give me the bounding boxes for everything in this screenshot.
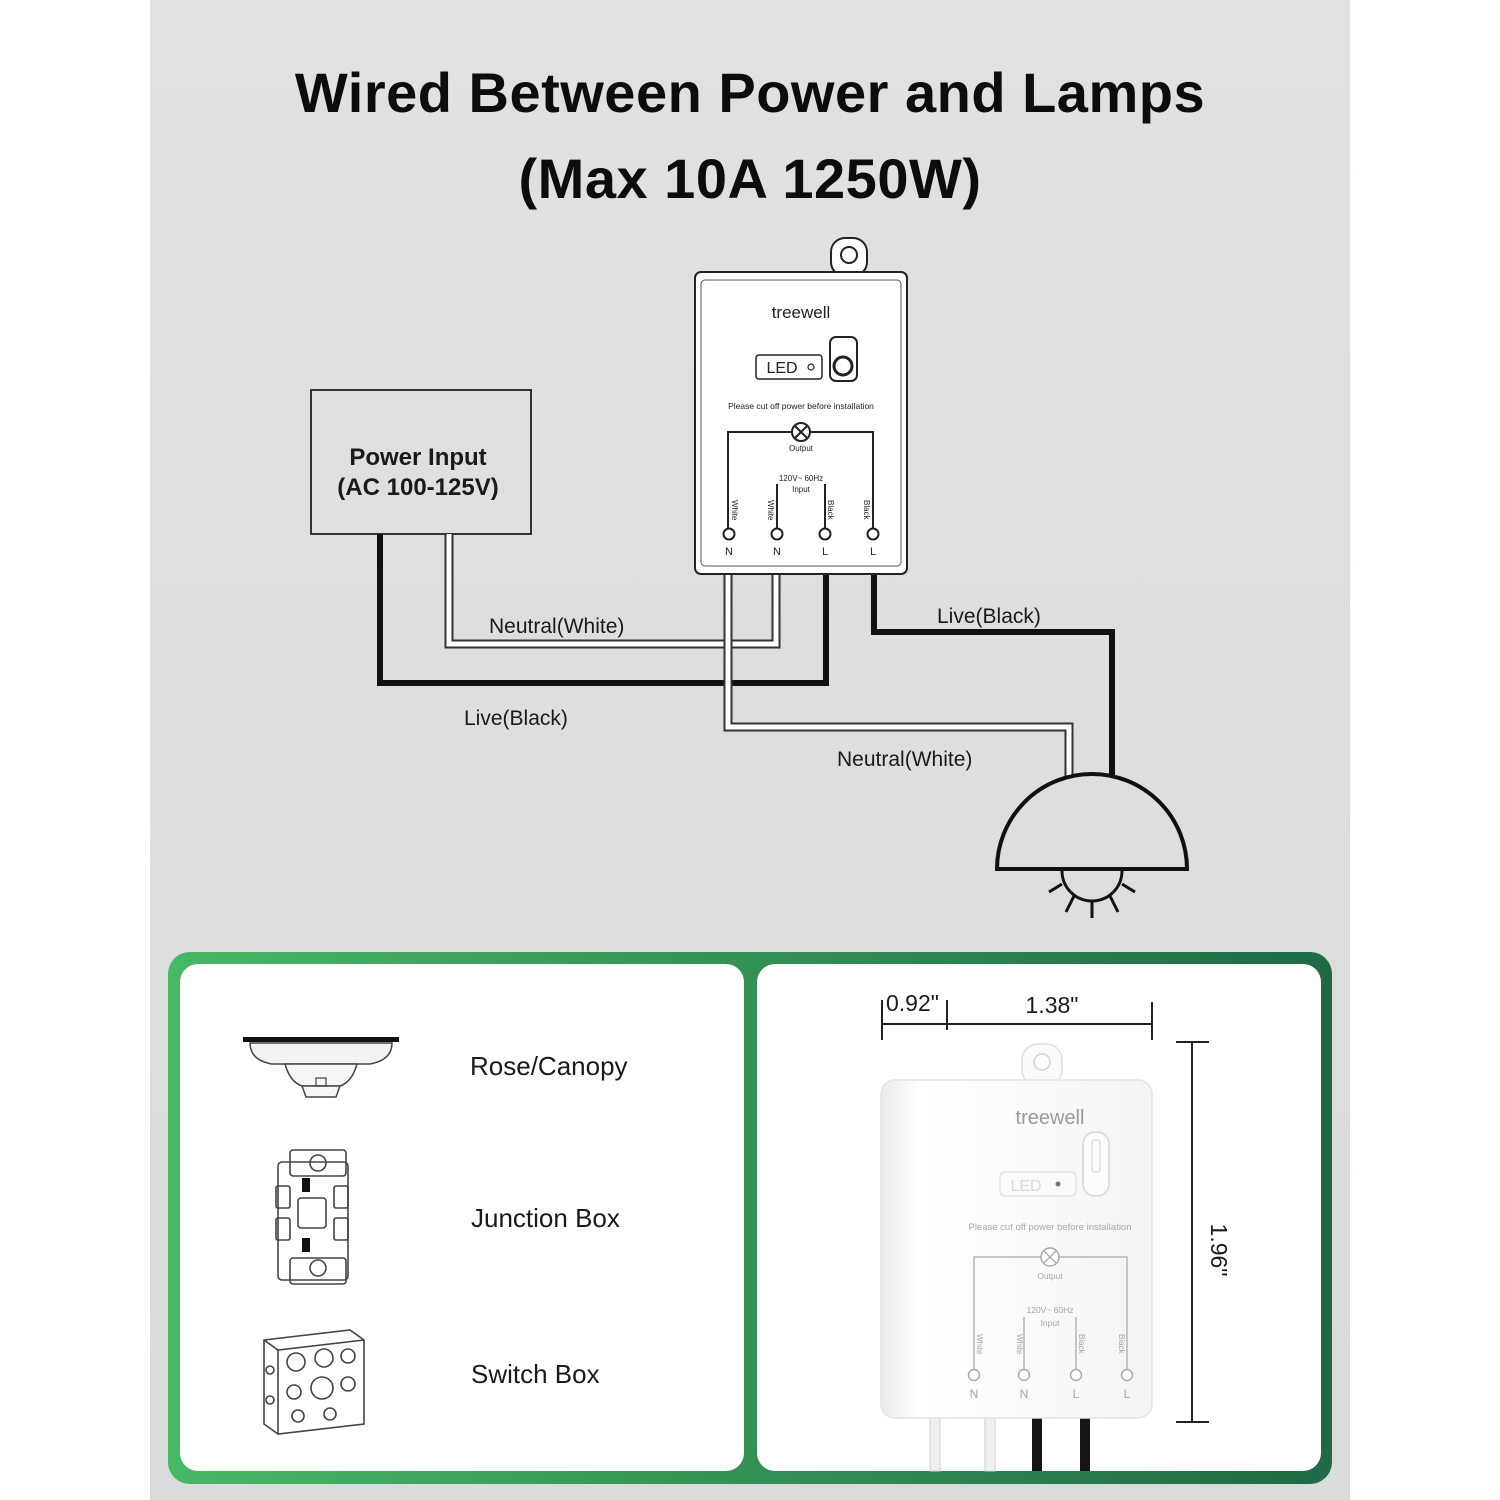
render-terminal-3: L [1073, 1387, 1080, 1401]
title-line-2: (Max 10A 1250W) [518, 147, 982, 210]
power-input-box: Power Input (AC 100-125V) [310, 389, 532, 535]
render-input-spec: 120V~ 60Hz [1026, 1305, 1073, 1315]
neutral-output-label: Neutral(White) [837, 748, 972, 771]
render-output-label: Output [1037, 1271, 1063, 1281]
render-input-label: Input [1041, 1318, 1061, 1328]
terminal-label-4: L [870, 546, 876, 558]
render-led-label: LED [1010, 1178, 1041, 1195]
live-output-wire [871, 572, 1115, 776]
live-input-label: Live(Black) [464, 707, 568, 730]
terminal-3 [818, 527, 832, 541]
dimension-lines [881, 1000, 1209, 1423]
live-input-wire [377, 534, 829, 686]
device-warning: Please cut off power before installation [728, 401, 874, 411]
switch-box-icon [263, 1329, 365, 1435]
wires [377, 534, 1115, 776]
lamp-icon [994, 772, 1190, 918]
render-terminal-2: N [1020, 1387, 1029, 1401]
receiver-device: treewell LED Please cut off power before… [694, 237, 908, 575]
terminal-color-4: Black [862, 500, 871, 521]
option-switch-box: Switch Box [471, 1359, 600, 1389]
render-terminal-1: N [970, 1387, 979, 1401]
terminal-2 [770, 527, 784, 541]
terminal-label-1: N [725, 546, 733, 558]
input-label: Input [792, 485, 811, 494]
terminal-color-3: Black [826, 500, 835, 521]
title-line-1: Wired Between Power and Lamps [294, 61, 1206, 124]
rose-canopy-icon [243, 1037, 399, 1098]
input-spec: 120V~ 60Hz [779, 474, 823, 483]
terminal-label-3: L [822, 546, 828, 558]
render-color-3: Black [1077, 1334, 1086, 1355]
render-color-4: Black [1117, 1334, 1126, 1355]
terminal-4 [866, 527, 880, 541]
output-label: Output [789, 444, 814, 453]
power-input-title: Power Input [349, 444, 486, 471]
render-terminal-4: L [1124, 1387, 1131, 1401]
terminal-color-2: White [766, 500, 775, 521]
led-label: LED [766, 360, 797, 377]
led-indicator [755, 354, 823, 380]
render-brand: treewell [1016, 1107, 1085, 1129]
dimension-depth: 0.92" [886, 990, 939, 1016]
option-junction-box: Junction Box [471, 1203, 620, 1233]
dimension-height: 1.96" [1206, 1224, 1232, 1277]
power-input-voltage: (AC 100-125V) [337, 474, 498, 501]
junction-box-icon [275, 1149, 349, 1285]
render-color-1: White [975, 1334, 984, 1355]
dimension-width: 1.38" [1026, 992, 1079, 1018]
render-warning: Please cut off power before installation [968, 1222, 1131, 1233]
terminal-color-1: White [730, 500, 739, 521]
neutral-input-label: Neutral(White) [489, 615, 624, 638]
live-output-label: Live(Black) [937, 605, 1041, 628]
device-brand: treewell [772, 303, 831, 322]
device-product-render: treewell LED Please cut off power before… [880, 1043, 1153, 1472]
terminal-label-2: N [773, 546, 781, 558]
render-color-2: White [1015, 1334, 1024, 1355]
option-rose-canopy: Rose/Canopy [470, 1051, 628, 1081]
terminal-1 [722, 527, 736, 541]
